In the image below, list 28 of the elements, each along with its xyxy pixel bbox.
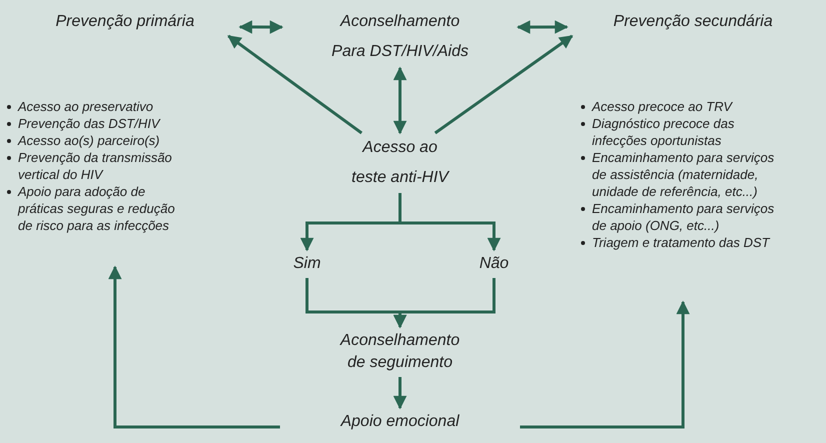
stage-label: Apoio emocional — [340, 412, 460, 432]
bullet-text: Acesso ao preservativo — [18, 98, 154, 115]
bullet-text: Diagnóstico precoce das infecções oportunistas — [592, 115, 736, 149]
stage-label: Não — [479, 254, 509, 274]
arrow — [434, 34, 574, 134]
arrow — [516, 20, 568, 34]
arrow — [393, 278, 496, 328]
arrow — [393, 66, 407, 134]
arrow — [520, 300, 690, 429]
stage-label: Aconselhamento de seguimento — [338, 331, 461, 373]
stage-label: Acesso ao teste anti-HIV — [350, 138, 450, 188]
stage-label: Prevenção primária — [56, 12, 194, 32]
bullet-text: Triagem e tratamento das DST — [592, 234, 772, 251]
bullet-text: Acesso precoce ao TRV — [592, 98, 734, 115]
stage-label: Sim — [293, 254, 321, 274]
arrow — [393, 377, 407, 410]
bullet-text: Encaminhamento para serviços de assistência (maternidade, unidade de referência, etc...) — [592, 149, 776, 200]
arrow — [398, 193, 501, 252]
stage-label: Prevenção secundária — [613, 12, 773, 32]
arrow — [238, 20, 284, 34]
arrow — [227, 34, 362, 134]
bullet-text: Acesso ao(s) parceiro(s) — [18, 132, 161, 149]
bullet-text: Encaminhamento para serviços de apoio (ONG, etc...) — [592, 200, 776, 234]
bullet-text: Prevenção das DST/HIV — [18, 115, 162, 132]
bullet-text: Apoio para adoção de práticas seguras e redução de risco para as infecções — [18, 183, 176, 234]
stage-label: Aconselhamento Para DST/HIV/Aids — [330, 12, 470, 62]
arrow — [108, 266, 280, 429]
bullet-text: Prevenção da transmissão vertical do HIV — [18, 149, 173, 183]
